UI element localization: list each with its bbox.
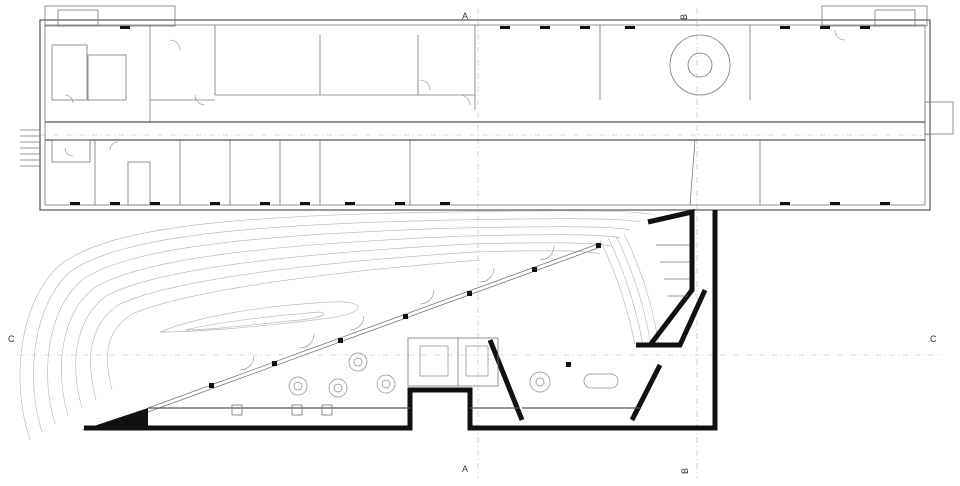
section-cut-lines bbox=[18, 8, 942, 478]
round-table bbox=[328, 378, 348, 398]
seating-tiers bbox=[599, 233, 660, 346]
section-marker-a-top: A bbox=[462, 11, 468, 21]
section-marker-c-left: C bbox=[8, 334, 15, 344]
column bbox=[532, 267, 537, 272]
long-table bbox=[583, 373, 619, 389]
glazed-facade bbox=[147, 243, 599, 413]
stair-north-west bbox=[57, 9, 99, 27]
stair-north-east bbox=[874, 9, 916, 27]
door-swings bbox=[64, 29, 846, 157]
wedge-tip-fill bbox=[82, 408, 148, 430]
column bbox=[467, 291, 472, 296]
column bbox=[272, 361, 277, 366]
section-markers: A B C C A B bbox=[8, 11, 937, 474]
column bbox=[403, 314, 408, 319]
section-marker-b-bottom: B bbox=[680, 468, 690, 474]
column bbox=[209, 383, 214, 388]
south-wall bbox=[84, 210, 718, 431]
east-lower-wall bbox=[629, 363, 663, 422]
section-marker-c-right: C bbox=[930, 334, 937, 344]
column bbox=[338, 338, 343, 343]
spiral-staircase bbox=[669, 34, 731, 96]
round-table bbox=[529, 371, 551, 393]
existing-building bbox=[20, 5, 954, 211]
section-marker-b-top: B bbox=[679, 14, 689, 20]
furniture bbox=[288, 345, 619, 398]
service-room bbox=[407, 337, 499, 387]
window-marks bbox=[70, 26, 890, 205]
stair-wall bbox=[636, 288, 708, 348]
round-table bbox=[376, 374, 396, 394]
new-extension bbox=[82, 208, 718, 431]
section-marker-a-bottom: A bbox=[462, 464, 468, 474]
column bbox=[566, 362, 571, 367]
workstation bbox=[419, 345, 489, 377]
column bbox=[596, 243, 601, 248]
landscape-contours bbox=[19, 210, 656, 441]
west-entry-steps bbox=[20, 129, 40, 167]
structural-columns bbox=[209, 243, 601, 388]
round-table bbox=[288, 376, 308, 396]
building-outline bbox=[39, 19, 931, 211]
cafe-core-wall bbox=[487, 339, 525, 421]
east-inner-wall bbox=[647, 208, 695, 347]
round-table bbox=[348, 352, 368, 372]
